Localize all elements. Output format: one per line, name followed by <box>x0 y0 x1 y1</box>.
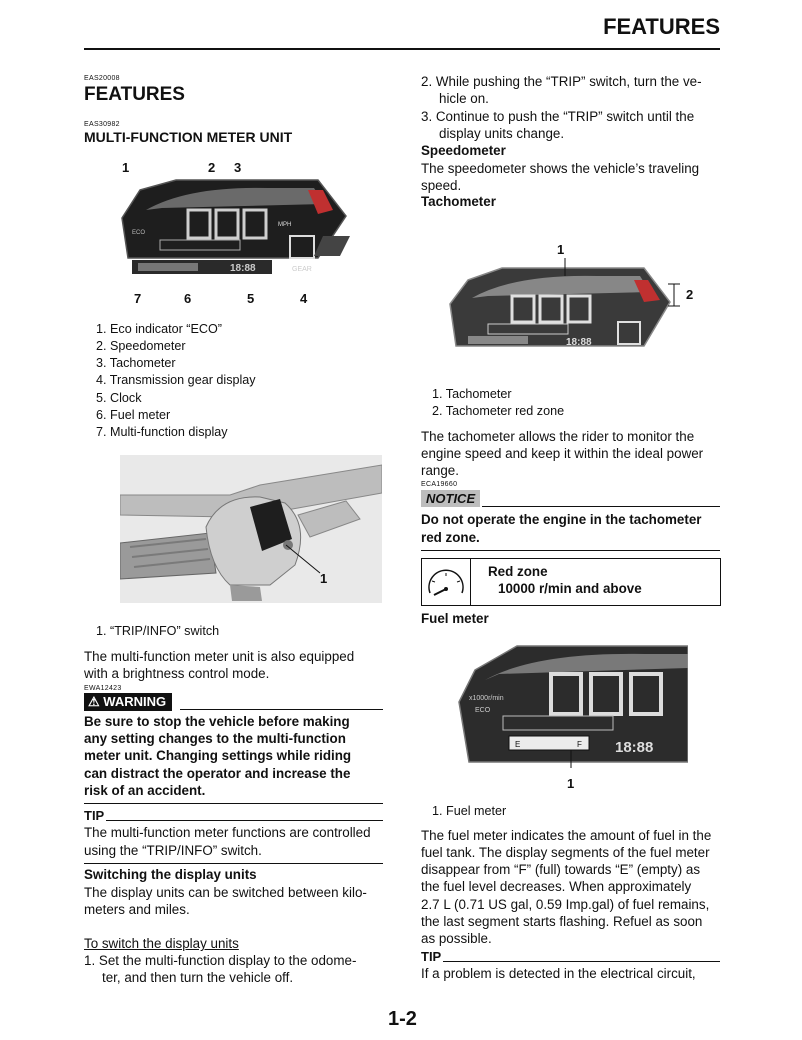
subsection-title: MULTI-FUNCTION METER UNIT <box>84 129 293 145</box>
step-line: 1. Set the multi-function display to the… <box>84 953 357 968</box>
legend-item: 3. Tachometer <box>96 356 176 370</box>
header-rule <box>84 48 720 50</box>
tip-text-line: The multi-function meter functions are c… <box>84 825 371 840</box>
figure-callout: 7 <box>134 291 142 306</box>
tip-rule <box>106 820 383 821</box>
paragraph-line: the fuel level decreases. When approxima… <box>421 879 692 894</box>
section-title: FEATURES <box>84 84 185 105</box>
figure-callout: 3 <box>234 160 242 175</box>
figure-callout: 2 <box>686 287 694 302</box>
legend-item: 1. “TRIP/INFO” switch <box>96 624 220 638</box>
page-header-title: FEATURES <box>603 14 720 39</box>
procedure-heading: To switch the display units <box>84 936 239 951</box>
section-heading: Switching the display units <box>84 867 257 882</box>
section-heading: Tachometer <box>421 194 496 209</box>
subsection-code: EAS30982 <box>84 121 120 128</box>
paragraph-line: meters and miles. <box>84 902 190 917</box>
warning-code: EWA12423 <box>84 685 122 692</box>
divider <box>84 803 383 804</box>
notice-badge: NOTICE <box>421 490 481 508</box>
figure-callout: 6 <box>184 291 192 306</box>
handlebar-switch-photo <box>119 455 383 603</box>
divider <box>84 863 383 864</box>
red-zone-title: Red zone <box>488 564 548 579</box>
figure-callout: 1 <box>557 242 565 257</box>
figure-callout: 5 <box>247 291 255 306</box>
tachometer-figure: 18:88 <box>448 254 688 358</box>
tip-label: TIP <box>421 949 442 964</box>
legend-item: 2. Speedometer <box>96 339 186 353</box>
paragraph-line: The multi-function meter unit is also eq… <box>84 649 355 664</box>
svg-text:GEAR: GEAR <box>292 266 312 273</box>
gauge-icon <box>422 559 471 605</box>
svg-text:ECO: ECO <box>475 707 491 714</box>
notice-text-line: red zone. <box>421 530 480 545</box>
warning-text-line: risk of an accident. <box>84 783 206 798</box>
svg-text:18:88: 18:88 <box>230 263 256 274</box>
legend-item: 5. Clock <box>96 391 142 405</box>
section-heading: Speedometer <box>421 143 506 158</box>
legend-item: 7. Multi-function display <box>96 425 228 439</box>
warning-text-line: Be sure to stop the vehicle before makin… <box>84 714 350 729</box>
notice-code: ECA19660 <box>421 481 458 488</box>
step-line: display units change. <box>439 126 565 141</box>
figure-callout: 2 <box>208 160 216 175</box>
notice-text-line: Do not operate the engine in the tachome… <box>421 512 702 527</box>
paragraph-line: speed. <box>421 178 462 193</box>
warning-badge: ⚠ WARNING <box>84 693 173 711</box>
legend-item: 2. Tachometer red zone <box>432 404 565 418</box>
legend-item: 1. Eco indicator “ECO” <box>96 322 222 336</box>
paragraph-line: with a brightness control mode. <box>84 666 270 681</box>
meter-unit-figure: MPH ECO 18:88 GEAR <box>118 158 368 308</box>
fuel-meter-figure: x1000r/min ECO E F 18:88 <box>455 638 689 772</box>
red-zone-panel: Red zone 10000 r/min and above <box>421 558 721 606</box>
paragraph-line: range. <box>421 463 459 478</box>
paragraph-line: 2.7 L (0.71 US gal, 0.59 Imp.gal) of fue… <box>421 897 710 912</box>
figure-callout: 1 <box>122 160 130 175</box>
step-line: hicle on. <box>439 91 489 106</box>
svg-text:ECO: ECO <box>132 230 145 236</box>
section-heading: Fuel meter <box>421 611 489 626</box>
red-zone-value: 10000 r/min and above <box>498 581 642 596</box>
page-number: 1-2 <box>388 1008 417 1030</box>
figure-callout: 1 <box>320 571 328 586</box>
warning-rule <box>180 709 383 710</box>
paragraph-line: The speedometer shows the vehicle’s trav… <box>421 161 700 176</box>
svg-text:18:88: 18:88 <box>566 337 592 348</box>
paragraph-line: The display units can be switched betwee… <box>84 885 367 900</box>
svg-text:E: E <box>515 740 520 749</box>
svg-text:F: F <box>577 740 582 749</box>
warning-icon: ⚠ <box>88 694 100 709</box>
paragraph-line: engine speed and keep it within the idea… <box>421 446 704 461</box>
legend-item: 4. Transmission gear display <box>96 373 256 387</box>
svg-text:18:88: 18:88 <box>615 739 653 756</box>
paragraph-line: fuel tank. The display segments of the f… <box>421 845 710 860</box>
paragraph-line: as possible. <box>421 931 492 946</box>
warning-text-line: any setting changes to the multi-functio… <box>84 731 346 746</box>
svg-text:MPH: MPH <box>278 222 291 228</box>
section-code: EAS20008 <box>84 75 120 82</box>
tip-text-line: If a problem is detected in the electric… <box>421 966 696 981</box>
legend-item: 1. Tachometer <box>432 387 512 401</box>
figure-callout: 4 <box>300 291 308 306</box>
notice-rule <box>482 506 720 507</box>
legend-item: 6. Fuel meter <box>96 408 171 422</box>
paragraph-line: The fuel meter indicates the amount of f… <box>421 828 712 843</box>
tip-rule <box>443 961 720 962</box>
paragraph-line: The tachometer allows the rider to monit… <box>421 429 695 444</box>
step-line: 2. While pushing the “TRIP” switch, turn… <box>421 74 702 89</box>
figure-callout: 1 <box>567 776 575 791</box>
divider <box>421 550 720 551</box>
warning-text-line: meter unit. Changing settings while ridi… <box>84 748 352 763</box>
step-line: 3. Continue to push the “TRIP” switch un… <box>421 109 695 124</box>
step-line: ter, and then turn the vehicle off. <box>102 970 294 985</box>
tip-text-line: using the “TRIP/INFO” switch. <box>84 843 262 858</box>
paragraph-line: the last segment starts flashing. Refuel… <box>421 914 703 929</box>
svg-text:x1000r/min: x1000r/min <box>469 695 504 702</box>
warning-text-line: can distract the operator and increase t… <box>84 766 351 781</box>
tip-label: TIP <box>84 808 105 823</box>
paragraph-line: disappear from “F” (full) towards “E” (e… <box>421 862 701 877</box>
legend-item: 1. Fuel meter <box>432 804 507 818</box>
